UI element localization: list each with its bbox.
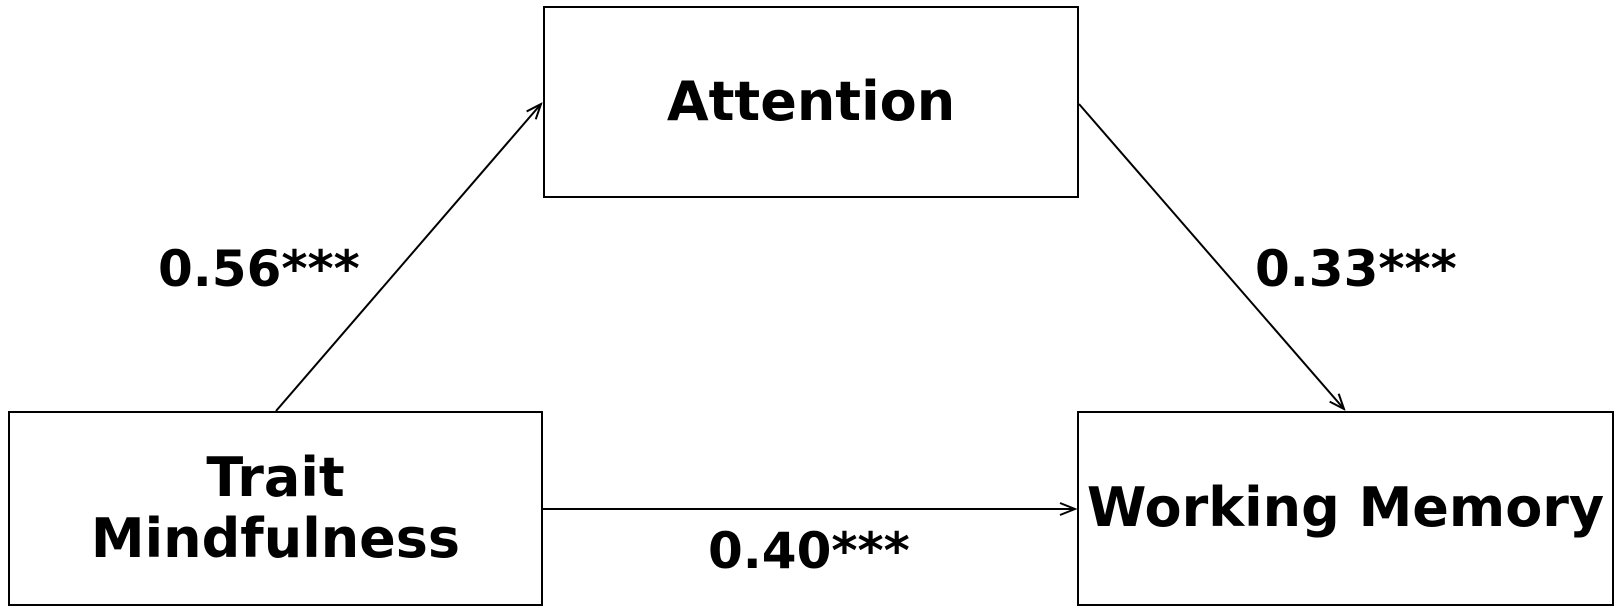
node-working-memory-label: Working Memory — [1086, 476, 1605, 540]
coef-attention-to-working-memory: 0.33*** — [1255, 240, 1457, 298]
node-trait-label-line1: Trait — [206, 446, 345, 510]
coef-trait-to-attention: 0.56*** — [158, 240, 360, 298]
node-attention: Attention — [543, 6, 1079, 198]
node-trait-label-line2: Mindfulness — [90, 506, 461, 570]
coef-trait-to-working-memory: 0.40*** — [708, 522, 910, 580]
node-attention-label: Attention — [666, 69, 956, 133]
arrow-trait-to-attention — [275, 104, 541, 412]
node-working-memory: Working Memory — [1077, 411, 1614, 606]
node-trait-mindfulness: Trait Mindfulness — [8, 411, 543, 606]
arrow-attention-to-working-memory — [1078, 103, 1344, 409]
